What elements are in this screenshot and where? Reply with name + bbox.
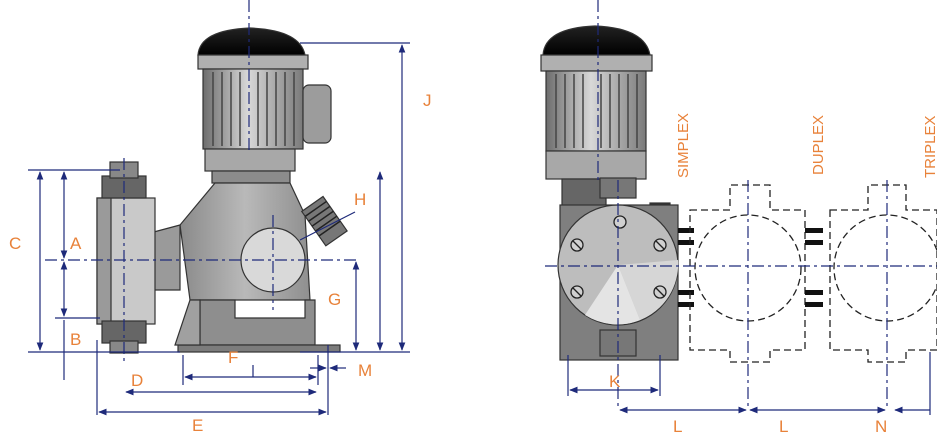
label-F: F: [228, 348, 238, 367]
terminal-box: [302, 84, 332, 144]
label-G: G: [328, 290, 341, 309]
label-L-1: L: [673, 417, 682, 434]
label-C: C: [9, 234, 21, 253]
label-L-2: L: [779, 417, 788, 434]
label-E: E: [192, 416, 203, 434]
side-view: C A B D E F G H J M: [9, 0, 432, 434]
label-M: M: [358, 361, 372, 380]
label-K: K: [609, 372, 621, 391]
label-D: D: [131, 371, 143, 390]
front-view: K L L N SIMPLEX DUPLEX TRIPLEX: [540, 0, 937, 434]
motor-fan-cover: [197, 27, 306, 56]
triplex-ghost-head: [829, 184, 937, 363]
label-B: B: [70, 330, 81, 349]
label-N: N: [875, 417, 887, 434]
label-J: J: [423, 91, 432, 110]
label-duplex: DUPLEX: [810, 115, 827, 175]
front-motor-body: [545, 70, 647, 152]
motor-body: [202, 68, 304, 150]
label-triplex: TRIPLEX: [922, 115, 937, 178]
label-A: A: [70, 234, 82, 253]
stroke-adjust-disc: [240, 227, 306, 293]
label-simplex: SIMPLEX: [675, 113, 692, 178]
label-H: H: [354, 190, 366, 209]
base-frame: [199, 299, 316, 346]
adjust-knob: [300, 195, 348, 247]
